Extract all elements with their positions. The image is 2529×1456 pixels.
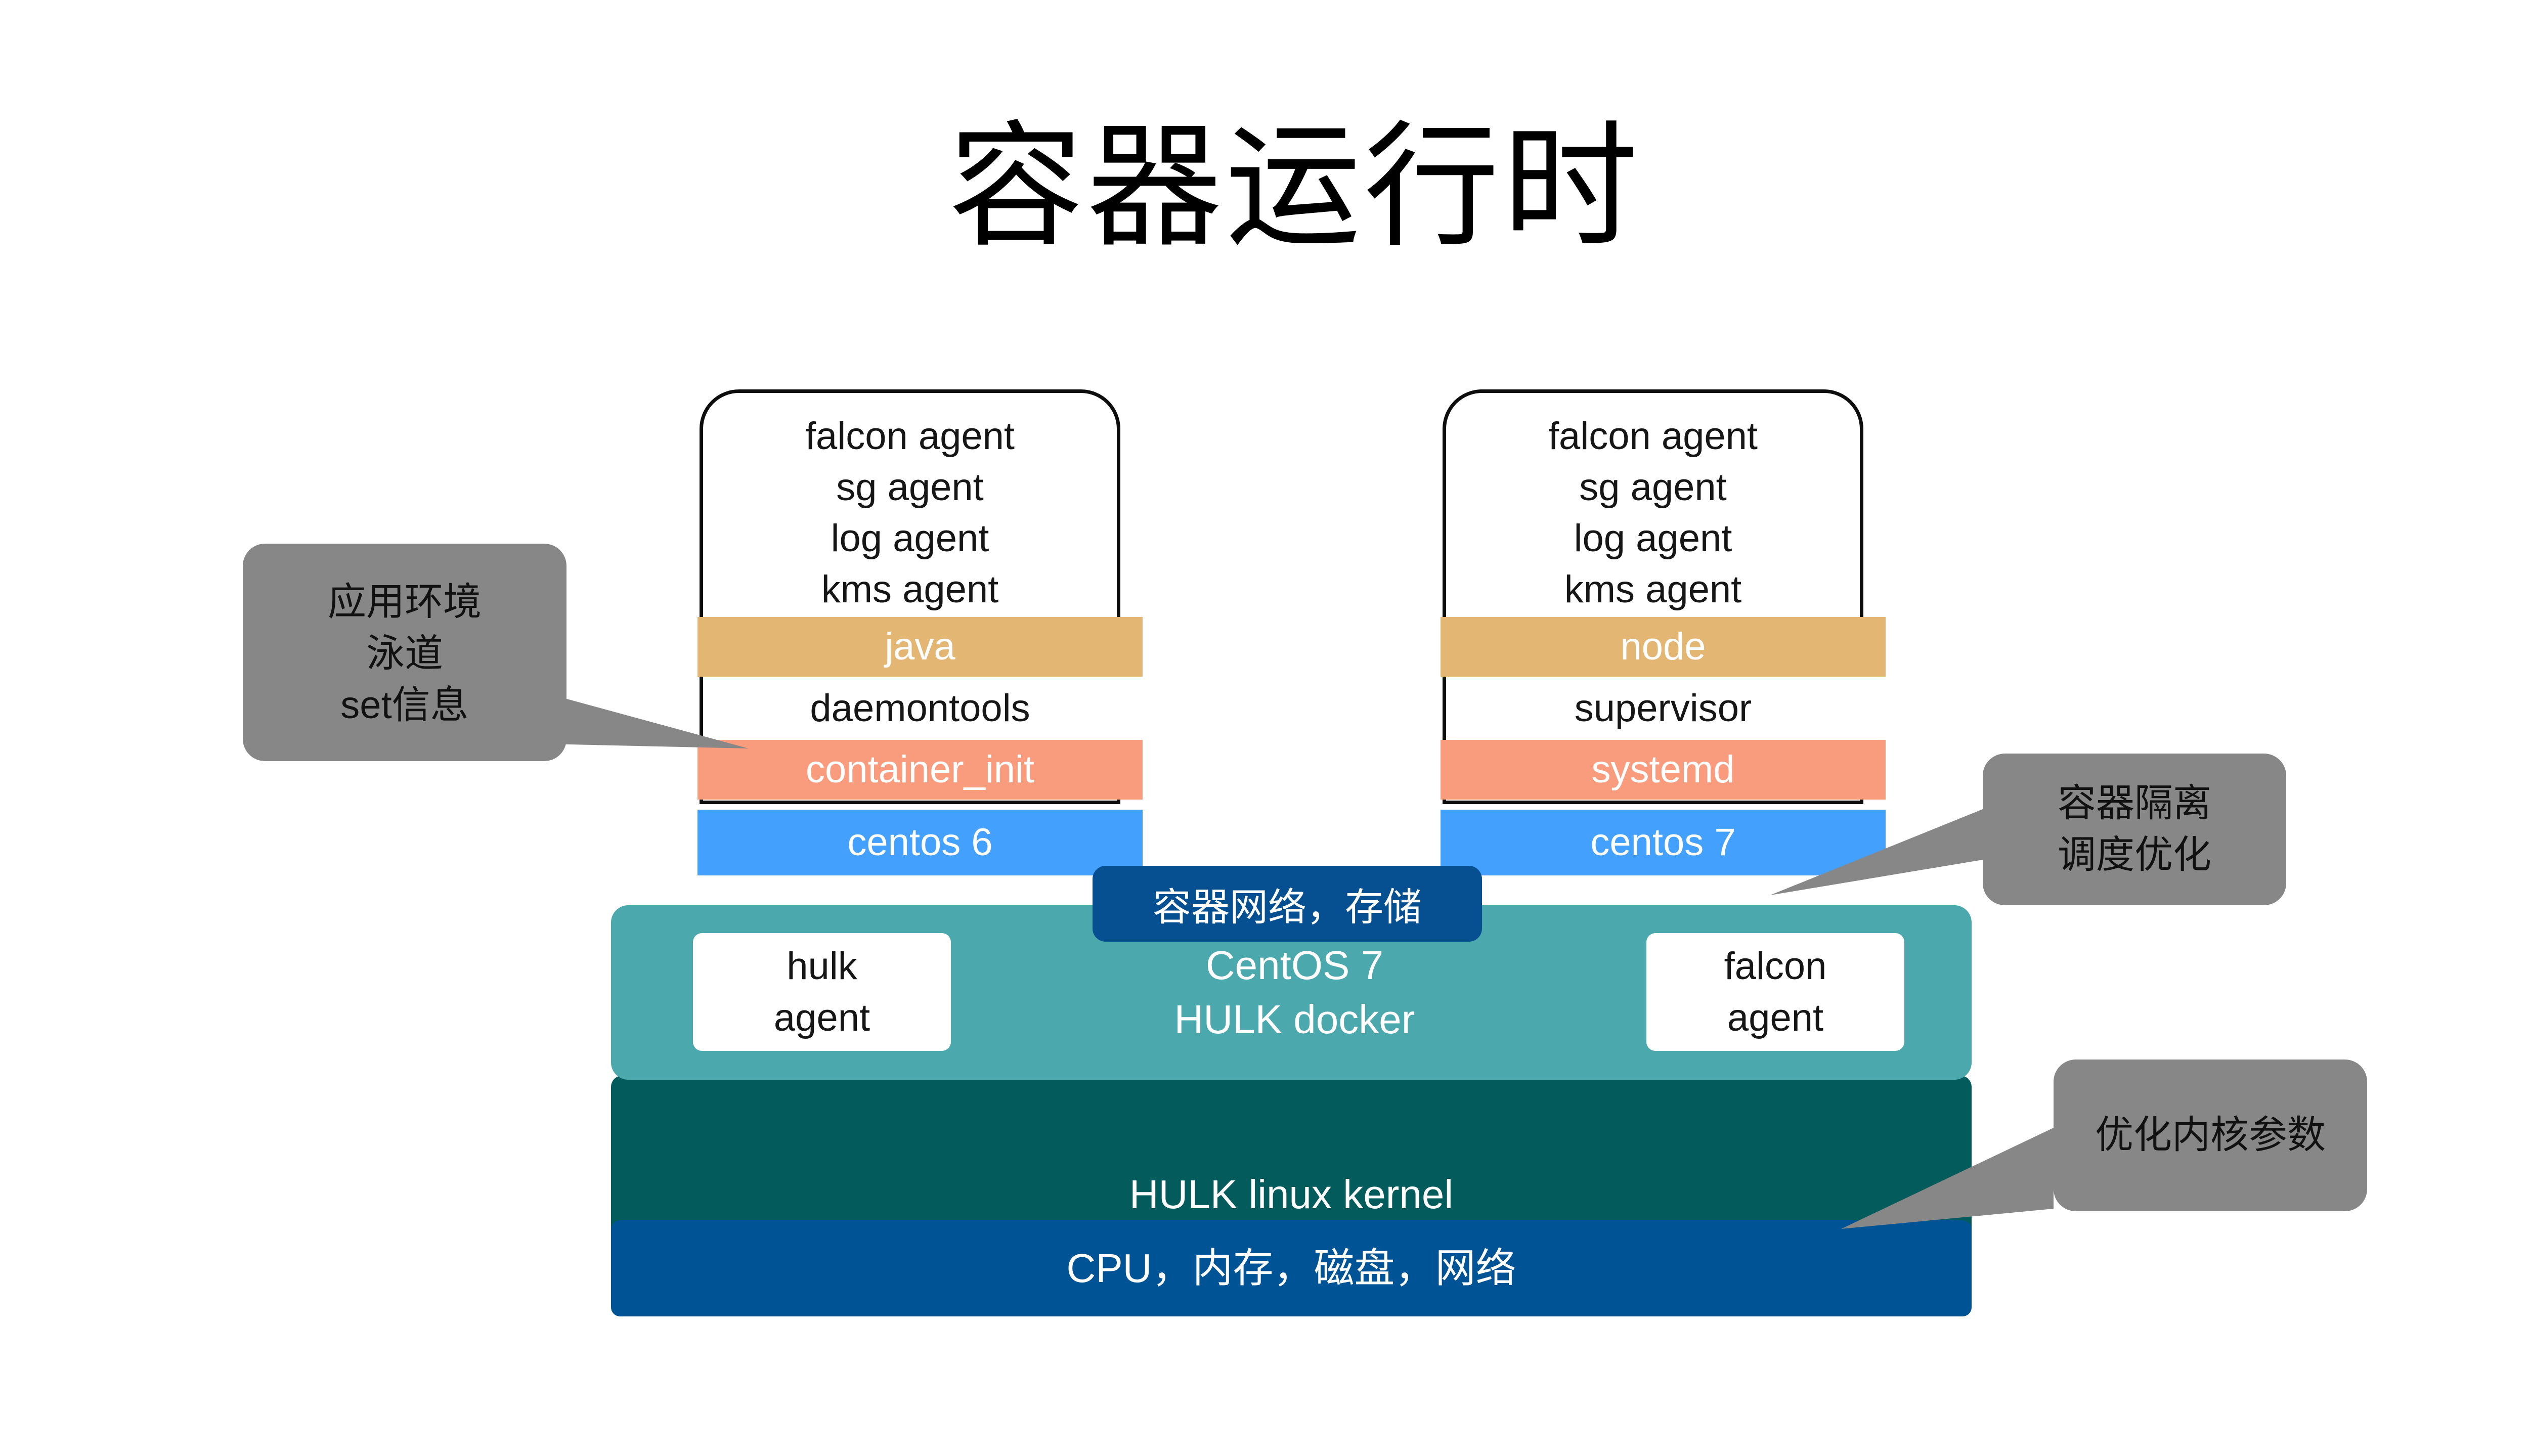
hardware-layer: CPU，内存，磁盘，网络 — [611, 1220, 1972, 1316]
runtime-band-right: node — [1441, 617, 1886, 677]
page-title: 容器运行时 — [948, 111, 1641, 262]
process-manager-label: daemontools — [810, 686, 1030, 730]
process-manager-band-left: daemontools — [704, 677, 1137, 740]
host-os-docker-label: CentOS 7 HULK docker — [0, 938, 2529, 1046]
process-manager-label: supervisor — [1574, 686, 1752, 730]
callout-tail-isolation — [1770, 809, 1983, 895]
runtime-label: node — [1620, 625, 1706, 668]
host-docker-line: HULK docker — [1174, 997, 1415, 1042]
callout-line: 优化内核参数 — [2095, 1114, 2326, 1157]
falcon-agent-line-1: falcon — [1724, 944, 1827, 988]
callout-line: set信息 — [340, 683, 469, 727]
callout-body-app-env: 应用环境 泳道 set信息 — [243, 544, 566, 761]
agent-item: kms agent — [1564, 568, 1742, 611]
callout-line: 调度优化 — [2058, 833, 2211, 876]
callout-tail-kernel-tuning — [1841, 1128, 2054, 1229]
hulk-agent-line-1: hulk — [787, 944, 857, 988]
os-band-right: centos 7 — [1441, 810, 1886, 875]
host-os-line: CentOS 7 — [1205, 943, 1384, 988]
container-agents-right: falcon agent sg agent log agent kms agen… — [1443, 411, 1863, 615]
falcon-agent-line-2: agent — [1727, 996, 1824, 1039]
init-label: systemd — [1591, 748, 1735, 791]
os-band-left: centos 6 — [697, 810, 1143, 875]
callout-line: 容器隔离 — [2058, 782, 2211, 825]
agent-item: falcon agent — [805, 415, 1015, 458]
hardware-label: CPU，内存，磁盘，网络 — [1066, 1245, 1516, 1291]
callout-body-isolation: 容器隔离 调度优化 — [1983, 754, 2286, 905]
init-band-right: systemd — [1441, 740, 1886, 800]
runtime-band-left: java — [697, 617, 1143, 677]
process-manager-band-right: supervisor — [1447, 677, 1880, 740]
network-storage-label: 容器网络，存储 — [1153, 886, 1422, 929]
os-label: centos 7 — [1590, 821, 1736, 864]
container-agents-left: falcon agent sg agent log agent kms agen… — [700, 411, 1120, 615]
host-agent-box-hulk: hulk agent — [693, 933, 951, 1051]
agent-item: log agent — [1574, 517, 1732, 560]
runtime-label: java — [885, 625, 955, 668]
network-storage-badge: 容器网络，存储 — [1093, 866, 1482, 942]
init-band-left: container_init — [697, 740, 1143, 800]
host-agent-box-falcon: falcon agent — [1646, 933, 1904, 1051]
agent-item: kms agent — [821, 568, 999, 611]
kernel-label: HULK linux kernel — [1129, 1171, 1454, 1217]
hulk-agent-line-2: agent — [773, 996, 870, 1039]
callout-tail-app-env — [526, 688, 749, 748]
callout-line: 泳道 — [366, 632, 443, 676]
init-label: container_init — [805, 748, 1035, 791]
agent-item: log agent — [831, 517, 989, 560]
agent-item: falcon agent — [1548, 415, 1758, 458]
callout-body-kernel-tuning: 优化内核参数 — [2054, 1060, 2367, 1211]
os-label: centos 6 — [847, 821, 993, 864]
agent-item: sg agent — [836, 466, 984, 509]
agent-item: sg agent — [1579, 466, 1727, 509]
callout-line: 应用环境 — [328, 581, 482, 624]
